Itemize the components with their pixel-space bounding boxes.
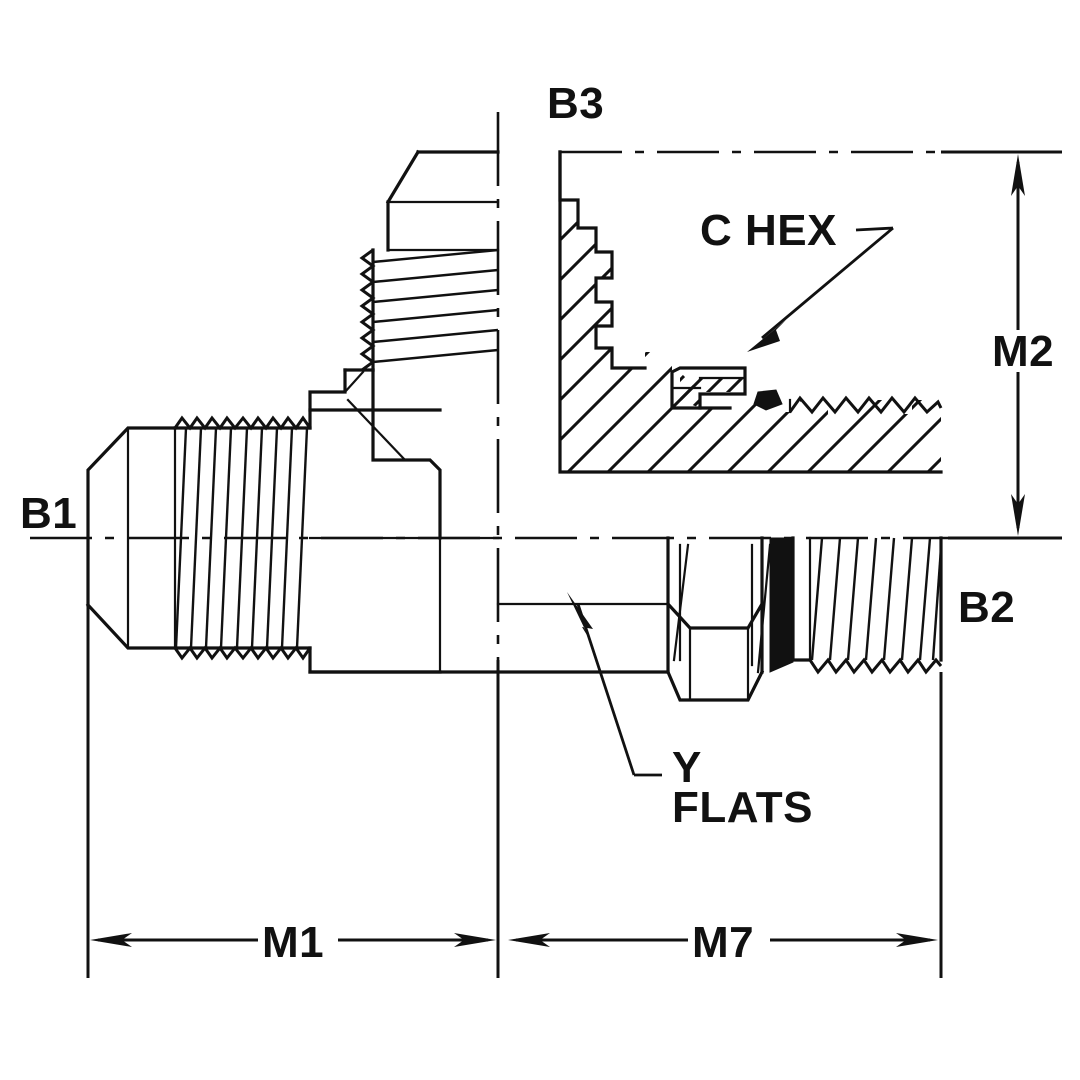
tee-body-left-exterior xyxy=(308,368,500,674)
y-flats-label-line1: Y xyxy=(672,743,702,792)
m2-label: M2 xyxy=(992,327,1054,376)
vertical-branch-exterior xyxy=(371,149,500,372)
left-male-end-outline xyxy=(85,408,442,674)
m2-arrow-down xyxy=(1011,494,1025,536)
y-flats-leader-arrow xyxy=(567,592,593,640)
m1-dimension: M1 xyxy=(86,598,500,978)
left-external-thread xyxy=(173,415,312,661)
m7-arrow-right xyxy=(896,933,938,947)
b3-callout: B3 xyxy=(547,79,1060,154)
c-hex-leader-arrow xyxy=(747,320,786,352)
hex-flats-exterior xyxy=(496,536,812,702)
b1-label: B1 xyxy=(20,489,77,538)
m2-dimension: M2 xyxy=(941,150,1062,540)
y-flats-note: Y FLATS xyxy=(567,592,813,832)
m2-arrow-up xyxy=(1011,154,1025,196)
right-port-thread-section-top xyxy=(788,395,943,415)
b1-callout: B1 xyxy=(20,489,77,538)
m1-arrow-right xyxy=(454,933,496,947)
b2-label: B2 xyxy=(958,583,1015,632)
c-hex-note: C HEX xyxy=(700,206,894,352)
c-hex-label: C HEX xyxy=(700,206,837,255)
internal-hex-section xyxy=(670,366,783,411)
m7-label: M7 xyxy=(692,918,754,967)
right-external-thread xyxy=(808,536,943,675)
m1-label: M1 xyxy=(262,918,324,967)
b2-callout: B2 xyxy=(958,583,1015,632)
m7-arrow-left xyxy=(508,933,550,947)
b3-label: B3 xyxy=(547,79,604,128)
vertical-branch-thread xyxy=(357,248,499,372)
m7-dimension: M7 xyxy=(508,672,943,978)
y-flats-label-line2: FLATS xyxy=(672,783,813,832)
m1-arrow-left xyxy=(90,933,132,947)
